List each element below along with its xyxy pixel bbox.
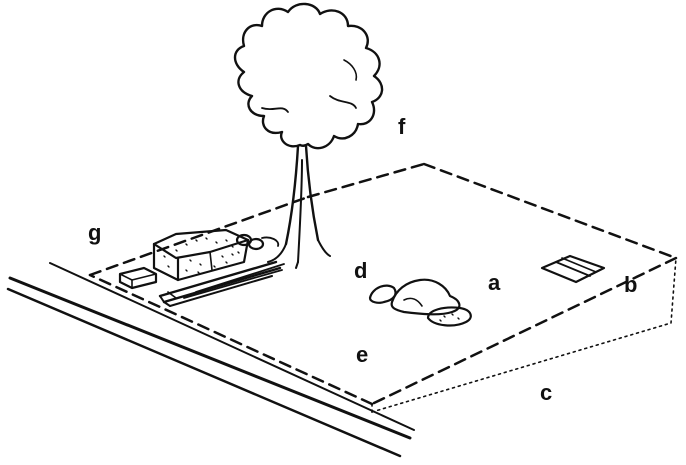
materials-pile bbox=[120, 230, 284, 306]
tree-trunk bbox=[286, 146, 298, 244]
rock-large bbox=[392, 280, 460, 315]
rocks bbox=[370, 280, 471, 326]
label-b: b bbox=[624, 272, 637, 297]
label-e: e bbox=[356, 342, 368, 367]
label-g: g bbox=[88, 220, 101, 245]
road-edge bbox=[8, 263, 414, 456]
label-f: f bbox=[398, 114, 406, 139]
label-d: d bbox=[354, 258, 367, 283]
tree-canopy bbox=[235, 4, 382, 148]
tree bbox=[235, 4, 382, 268]
diagram-labels: a b c d e f g bbox=[88, 114, 637, 405]
label-c: c bbox=[540, 380, 552, 405]
label-a: a bbox=[488, 270, 501, 295]
marker-plate bbox=[542, 256, 604, 282]
rock-flat bbox=[428, 307, 471, 325]
site-boundary bbox=[90, 164, 676, 404]
